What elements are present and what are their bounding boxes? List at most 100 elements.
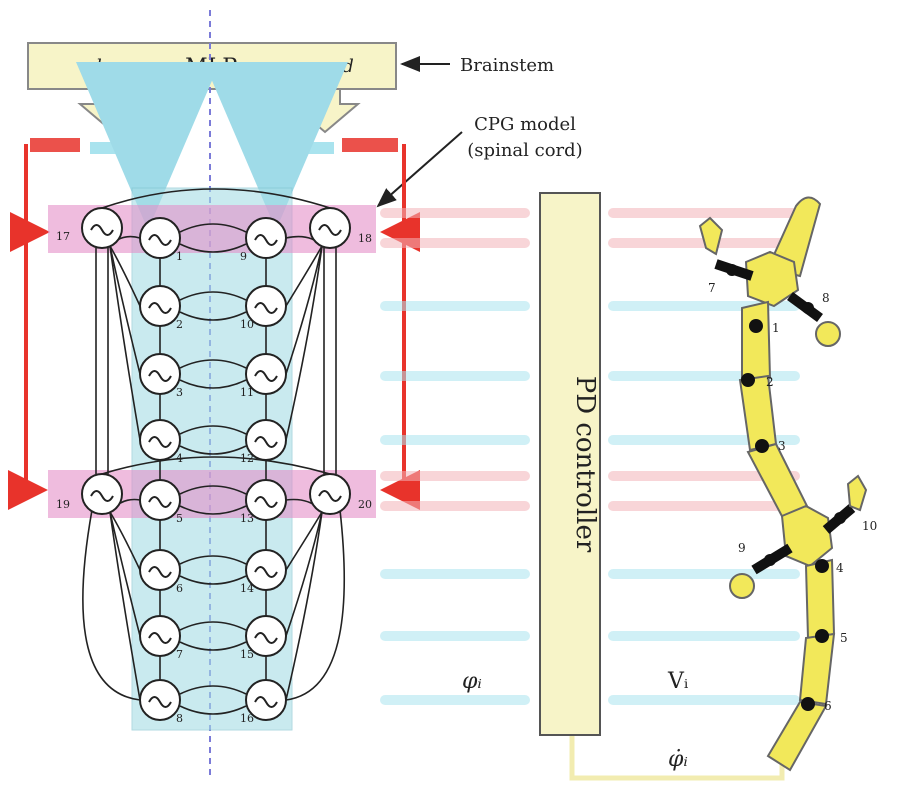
sine-wave-icon: [254, 566, 278, 578]
robot-joint: [749, 319, 763, 333]
pd-output-line: [608, 695, 800, 705]
limb-oscillator: 18: [309, 207, 372, 249]
oscillator-number: 16: [240, 712, 254, 725]
cross-link: [179, 379, 247, 389]
limb-oscillator: 17: [56, 207, 123, 249]
robot-limb-number: 9: [738, 541, 746, 555]
sine-wave-icon: [254, 370, 278, 382]
cross-link: [179, 685, 247, 695]
robot-joint-number: 1: [772, 321, 780, 335]
oscillator-number: 14: [240, 582, 254, 595]
body-oscillator-right: 10: [240, 285, 287, 331]
sine-wave-icon: [90, 224, 114, 236]
cpg-pointer: [376, 131, 463, 208]
body-oscillator-left: 6: [139, 549, 183, 595]
mlr-label: MLR: [185, 55, 240, 80]
cross-link: [179, 291, 247, 301]
limb-oscillator: 20: [309, 473, 372, 515]
oscillator-number: 20: [358, 498, 372, 511]
limb-body-link: [285, 245, 323, 307]
oscillator-number: 7: [176, 648, 183, 661]
oscillator-circle: [309, 207, 351, 249]
pd-output-line: [608, 471, 800, 481]
robot-foot: [698, 216, 724, 256]
limb-oscillator: 19: [56, 473, 123, 515]
oscillator-circle: [245, 615, 287, 657]
body-oscillator-right: 14: [240, 549, 287, 595]
sine-wave-icon: [90, 490, 114, 502]
oscillator-number: 4: [176, 452, 183, 465]
robot-joint: [801, 697, 815, 711]
cpg-output-line: [380, 238, 530, 248]
limb-limb-link: [101, 188, 331, 209]
body-oscillator-left: 7: [139, 615, 183, 661]
sine-wave-icon: [254, 436, 278, 448]
robot-tail-segment: [798, 632, 836, 706]
body-oscillator-right: 15: [240, 615, 287, 661]
phi-feedback-label: φ̇ᵢ: [668, 747, 688, 772]
body-oscillator-right: 9: [240, 217, 287, 263]
limb-limb-link: [101, 456, 331, 475]
pd-controller-box: [539, 192, 601, 736]
pd-output-line: [608, 569, 800, 579]
cross-link: [179, 575, 247, 585]
oscillator-circle: [139, 549, 181, 591]
sine-wave-icon: [254, 234, 278, 246]
robot-limb-joint: [726, 264, 738, 276]
drive-arrow-left: [77, 88, 149, 134]
sine-wave-icon: [148, 632, 172, 644]
cross-link: [179, 445, 247, 455]
cross-link: [179, 243, 247, 253]
cpg-model-sublabel: (spinal cord): [467, 140, 582, 161]
cpg-output-line: [380, 695, 530, 705]
oscillator-number: 10: [240, 318, 254, 331]
pd-output-lines: [608, 208, 800, 705]
robot-limb-joint: [834, 512, 846, 524]
sine-wave-icon: [148, 496, 172, 508]
oscillator-circle: [245, 419, 287, 461]
robot-limb-joint: [802, 302, 814, 314]
limb-body-link: [285, 511, 323, 701]
limb-body-link: [285, 245, 323, 441]
oscillator-circle: [81, 473, 123, 515]
robot-joint-number: 4: [836, 561, 844, 575]
oscillator-circle: [139, 285, 181, 327]
tail-loop: [285, 509, 345, 701]
sine-wave-icon: [148, 566, 172, 578]
body-oscillator-right: 12: [240, 419, 287, 465]
limb-body-link: [109, 245, 141, 441]
oscillator-number: 6: [176, 582, 183, 595]
oscillator-circle: [245, 285, 287, 327]
mlr-block: MLR d d: [27, 42, 397, 134]
body-oscillator-right: 11: [240, 353, 287, 399]
sine-wave-icon: [254, 632, 278, 644]
robot-joint: [815, 629, 829, 643]
body-oscillator-right: 13: [240, 479, 287, 525]
cross-link: [179, 425, 247, 435]
pd-output-line: [608, 501, 800, 511]
cpg-output-line: [380, 208, 530, 218]
robot-pelvic-girdle: [780, 504, 834, 568]
limb-body-link: [109, 511, 141, 637]
drive-left-label: d: [90, 56, 102, 77]
oscillator-circle: [245, 549, 287, 591]
pd-output-line: [608, 208, 800, 218]
sine-wave-icon: [148, 302, 172, 314]
cpg-output-line: [380, 501, 530, 511]
cpg-output-line: [380, 371, 530, 381]
robot-joint-number: 3: [778, 439, 786, 453]
body-oscillator-right: 16: [240, 679, 287, 725]
sine-wave-icon: [148, 234, 172, 246]
oscillator-circle: [139, 479, 181, 521]
oscillator-number: 13: [240, 512, 254, 525]
robot-joint: [815, 559, 829, 573]
robot-foot: [846, 474, 868, 512]
body-oscillator-left: 4: [139, 419, 183, 465]
oscillator-number: 2: [176, 318, 183, 331]
robot-body-segment: [741, 300, 772, 382]
sine-wave-icon: [148, 436, 172, 448]
cross-link: [179, 621, 247, 631]
